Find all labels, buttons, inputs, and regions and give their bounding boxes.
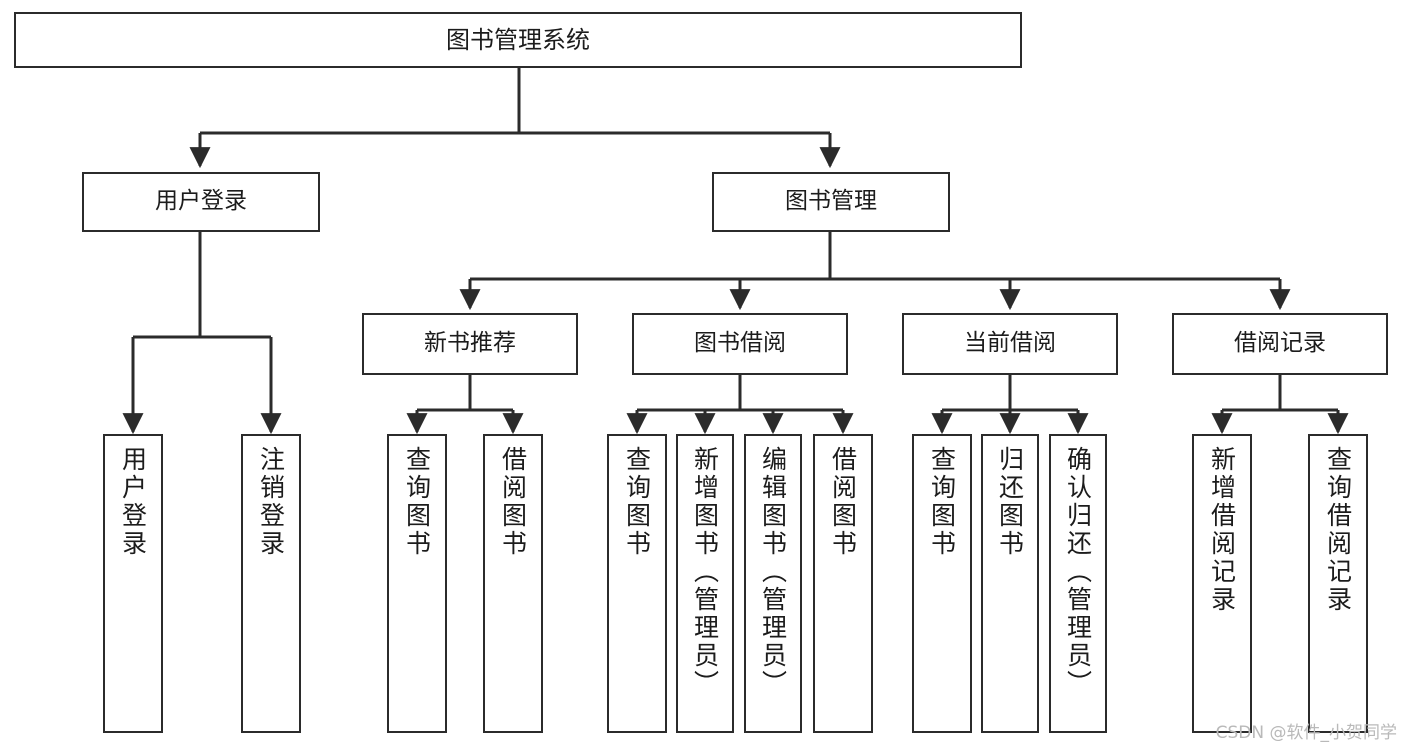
leaf-add-borrow-record[interactable]: 新增借阅记录 [1192,434,1252,733]
node-label: 查询图书 [622,446,652,558]
node-borrow-record[interactable]: 借阅记录 [1172,313,1388,375]
leaf-query-borrow-record[interactable]: 查询借阅记录 [1308,434,1368,733]
node-label: 查询图书 [402,446,432,558]
leaf-query-book-borrow[interactable]: 查询图书 [607,434,667,733]
leaf-query-book-recommend[interactable]: 查询图书 [387,434,447,733]
node-label: 确认归还（管理员） [1063,446,1093,698]
node-root-system[interactable]: 图书管理系统 [14,12,1022,68]
node-label: 当前借阅 [964,330,1056,357]
node-label: 借阅图书 [498,446,528,558]
leaf-confirm-return-admin[interactable]: 确认归还（管理员） [1049,434,1107,733]
node-current-borrow[interactable]: 当前借阅 [902,313,1118,375]
node-label: 查询借阅记录 [1323,446,1353,614]
leaf-logout-login[interactable]: 注销登录 [241,434,301,733]
node-book-borrow[interactable]: 图书借阅 [632,313,848,375]
leaf-borrow-book-recommend[interactable]: 借阅图书 [483,434,543,733]
node-label: 新增图书（管理员） [690,446,720,698]
node-label: 查询图书 [927,446,957,558]
node-label: 借阅记录 [1234,330,1326,357]
leaf-borrow-book[interactable]: 借阅图书 [813,434,873,733]
node-label: 新书推荐 [424,330,516,357]
node-label: 新增借阅记录 [1207,446,1237,614]
leaf-user-login[interactable]: 用户登录 [103,434,163,733]
node-book-management[interactable]: 图书管理 [712,172,950,232]
node-label: 用户登录 [118,446,148,558]
node-label: 借阅图书 [828,446,858,558]
node-label: 用户登录 [155,188,247,215]
node-label: 编辑图书（管理员） [758,446,788,698]
node-label: 归还图书 [995,446,1025,558]
leaf-add-book-admin[interactable]: 新增图书（管理员） [676,434,734,733]
node-user-login[interactable]: 用户登录 [82,172,320,232]
leaf-return-book[interactable]: 归还图书 [981,434,1039,733]
node-label: 注销登录 [256,446,286,558]
node-label: 图书管理 [785,188,877,215]
leaf-edit-book-admin[interactable]: 编辑图书（管理员） [744,434,802,733]
leaf-query-book-current[interactable]: 查询图书 [912,434,972,733]
csdn-watermark: CSDN @软件_小贺同学 [1215,723,1397,743]
node-label: 图书管理系统 [446,25,590,54]
node-new-book-recommend[interactable]: 新书推荐 [362,313,578,375]
node-label: 图书借阅 [694,330,786,357]
